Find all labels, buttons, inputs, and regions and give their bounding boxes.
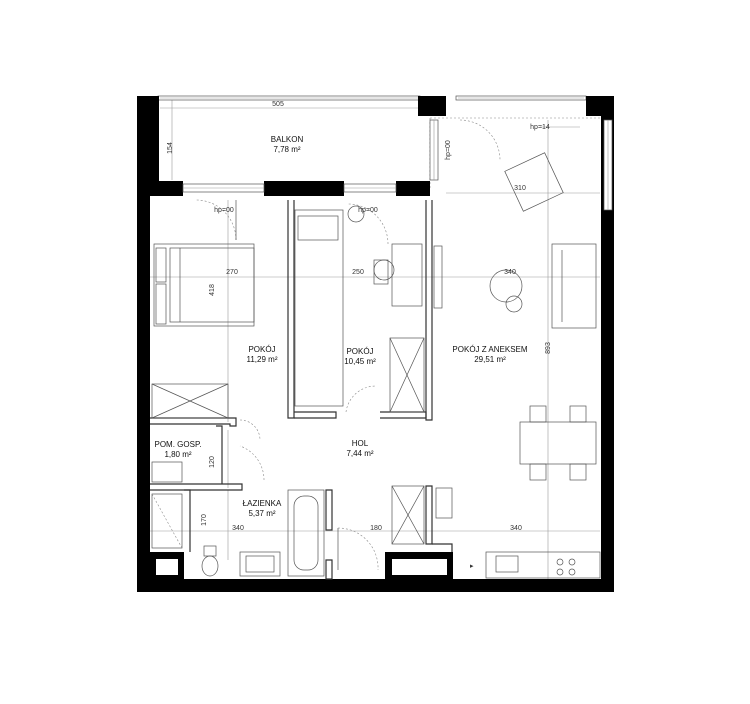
shower [151,493,183,549]
sill-height-labels: hp=00 hp=00 hp=14 hp=00 [214,124,550,214]
walls [137,96,614,592]
room-name-pom-gosp: POM. GOSP. [155,440,202,449]
windows [182,119,613,211]
arrow-icon: ▸ [470,563,474,570]
washbasin [239,551,281,577]
utility-cabinet [151,461,183,483]
kitchen-counter [485,551,601,579]
hp-room1: hp=00 [214,207,234,214]
dining-table [519,405,597,481]
room-area-balkon: 7,78 m² [273,145,300,154]
room-area-lazienka: 5,37 m² [248,509,275,518]
dim-living-width: 340 [504,269,516,276]
dim-balkon-width: 505 [272,101,284,108]
reference-lines [150,100,600,580]
sofa [551,243,597,329]
dim-living-depth: 893 [545,342,552,354]
room-name-balkon: BALKON [271,135,304,144]
interior-walls [150,200,453,580]
kitchen-cabinet [391,485,453,545]
doors [195,119,501,571]
room-area-pokoj-aneks: 29,51 m² [474,355,506,364]
room-name-hol: HOL [352,439,369,448]
bathtub [287,489,325,577]
bed-room2 [294,209,344,407]
room-name-pokoj1: POKÓJ [248,345,275,354]
room-area-hol: 7,44 m² [346,449,373,458]
dim-bottom-mid: 180 [370,525,382,532]
tv-unit [433,245,443,309]
balcony [157,95,600,190]
room-name-pokoj2: POKÓJ [346,347,373,356]
hp-living-side: hp=00 [445,140,452,160]
bed-room1 [153,243,255,327]
room-labels: BALKON 7,78 m² POKÓJ 11,29 m² POKÓJ 10,4… [155,135,528,518]
hp-living-top: hp=14 [530,124,550,131]
room-area-pokoj2: 10,45 m² [344,357,376,366]
dim-room1-depth: 418 [209,284,216,296]
dim-living-upper: 310 [514,185,526,192]
dim-pom-depth: 120 [209,456,216,468]
dim-bath-depth: 170 [201,514,208,526]
toilet [201,545,219,577]
room-area-pom-gosp: 1,80 m² [164,450,191,459]
desk-room2 [373,243,423,307]
dim-balkon-depth: 154 [167,142,174,154]
dim-room2-width: 250 [352,269,364,276]
coffee-table [489,269,523,313]
room-name-lazienka: ŁAZIENKA [243,499,282,508]
wardrobe-room1 [151,383,229,419]
dim-bottom-left: 340 [232,525,244,532]
dim-bottom-right: 340 [510,525,522,532]
dimension-labels: 505 154 270 250 340 310 418 893 120 170 … [167,101,552,532]
room-name-pokoj-aneks: POKÓJ Z ANEKSEM [452,345,527,354]
dim-room1-width: 270 [226,269,238,276]
room-area-pokoj1: 11,29 m² [247,355,278,364]
armchair [504,152,564,212]
hp-room2: hp=00 [358,207,378,214]
wardrobe-room2 [389,337,425,413]
lamp-room2 [347,205,365,223]
